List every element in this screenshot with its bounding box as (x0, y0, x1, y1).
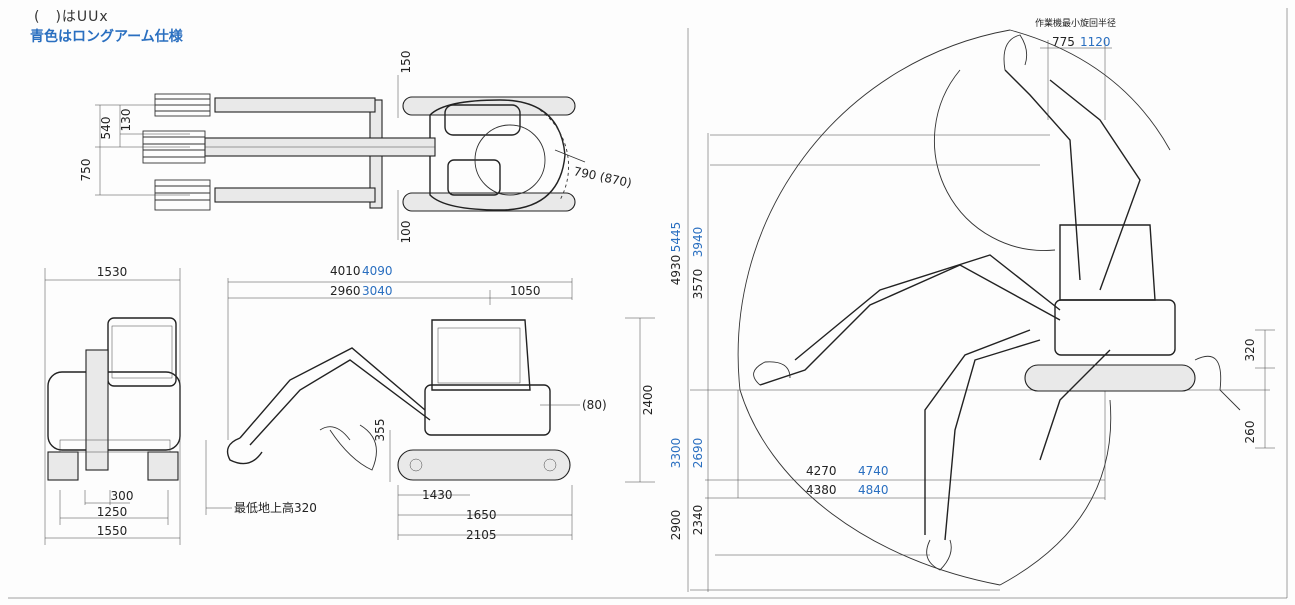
dim-1050: 1050 (510, 284, 541, 298)
dim-2340: 2340 (691, 505, 705, 536)
dim-150: 150 (399, 51, 413, 74)
dim-1250: 1250 (97, 505, 128, 519)
dim-4090: 4090 (362, 264, 393, 278)
dim-775: 775 (1052, 35, 1075, 49)
dim-750: 750 (79, 159, 93, 182)
dim-1530: 1530 (97, 265, 128, 279)
ground-clearance-label: 最低地上高320 (234, 500, 317, 515)
min-swing-label: 作業機最小旋回半径 (1035, 17, 1116, 29)
dim-4930: 4930 (669, 255, 683, 286)
dim-4380: 4380 (806, 483, 837, 497)
dim-2900: 2900 (669, 510, 683, 541)
top-view (95, 75, 586, 240)
dim-3040: 3040 (362, 284, 393, 298)
dim-swing-radius: 790 (870) (572, 164, 633, 190)
dim-100: 100 (399, 221, 413, 244)
dim-80: (80) (582, 398, 607, 412)
dim-4010: 4010 (330, 264, 361, 278)
dim-3300: 3300 (669, 438, 683, 469)
dim-260: 260 (1243, 421, 1257, 444)
dim-2400: 2400 (641, 385, 655, 416)
dim-3940: 3940 (691, 227, 705, 258)
dim-5445: 5445 (669, 222, 683, 253)
dim-130: 130 (119, 109, 133, 132)
dim-4270: 4270 (806, 464, 837, 478)
side-view (205, 278, 655, 540)
dim-1120: 1120 (1080, 35, 1111, 49)
dim-1430: 1430 (422, 488, 453, 502)
front-view (44, 268, 181, 545)
dim-4740: 4740 (858, 464, 889, 478)
note-uux: ( )はUUx (34, 9, 109, 25)
dim-1550: 1550 (97, 524, 128, 538)
dim-540: 540 (99, 117, 113, 140)
dim-4840: 4840 (858, 483, 889, 497)
dim-320: 320 (1243, 339, 1257, 362)
note-long-arm: 青色はロングアーム仕様 (30, 29, 183, 45)
dim-2105: 2105 (466, 528, 497, 542)
working-range-view (687, 28, 1275, 592)
dim-3570: 3570 (691, 269, 705, 300)
dim-2960: 2960 (330, 284, 361, 298)
dim-2690: 2690 (691, 438, 705, 469)
dim-355: 355 (373, 419, 387, 442)
dim-1650: 1650 (466, 508, 497, 522)
dim-300: 300 (111, 489, 134, 503)
